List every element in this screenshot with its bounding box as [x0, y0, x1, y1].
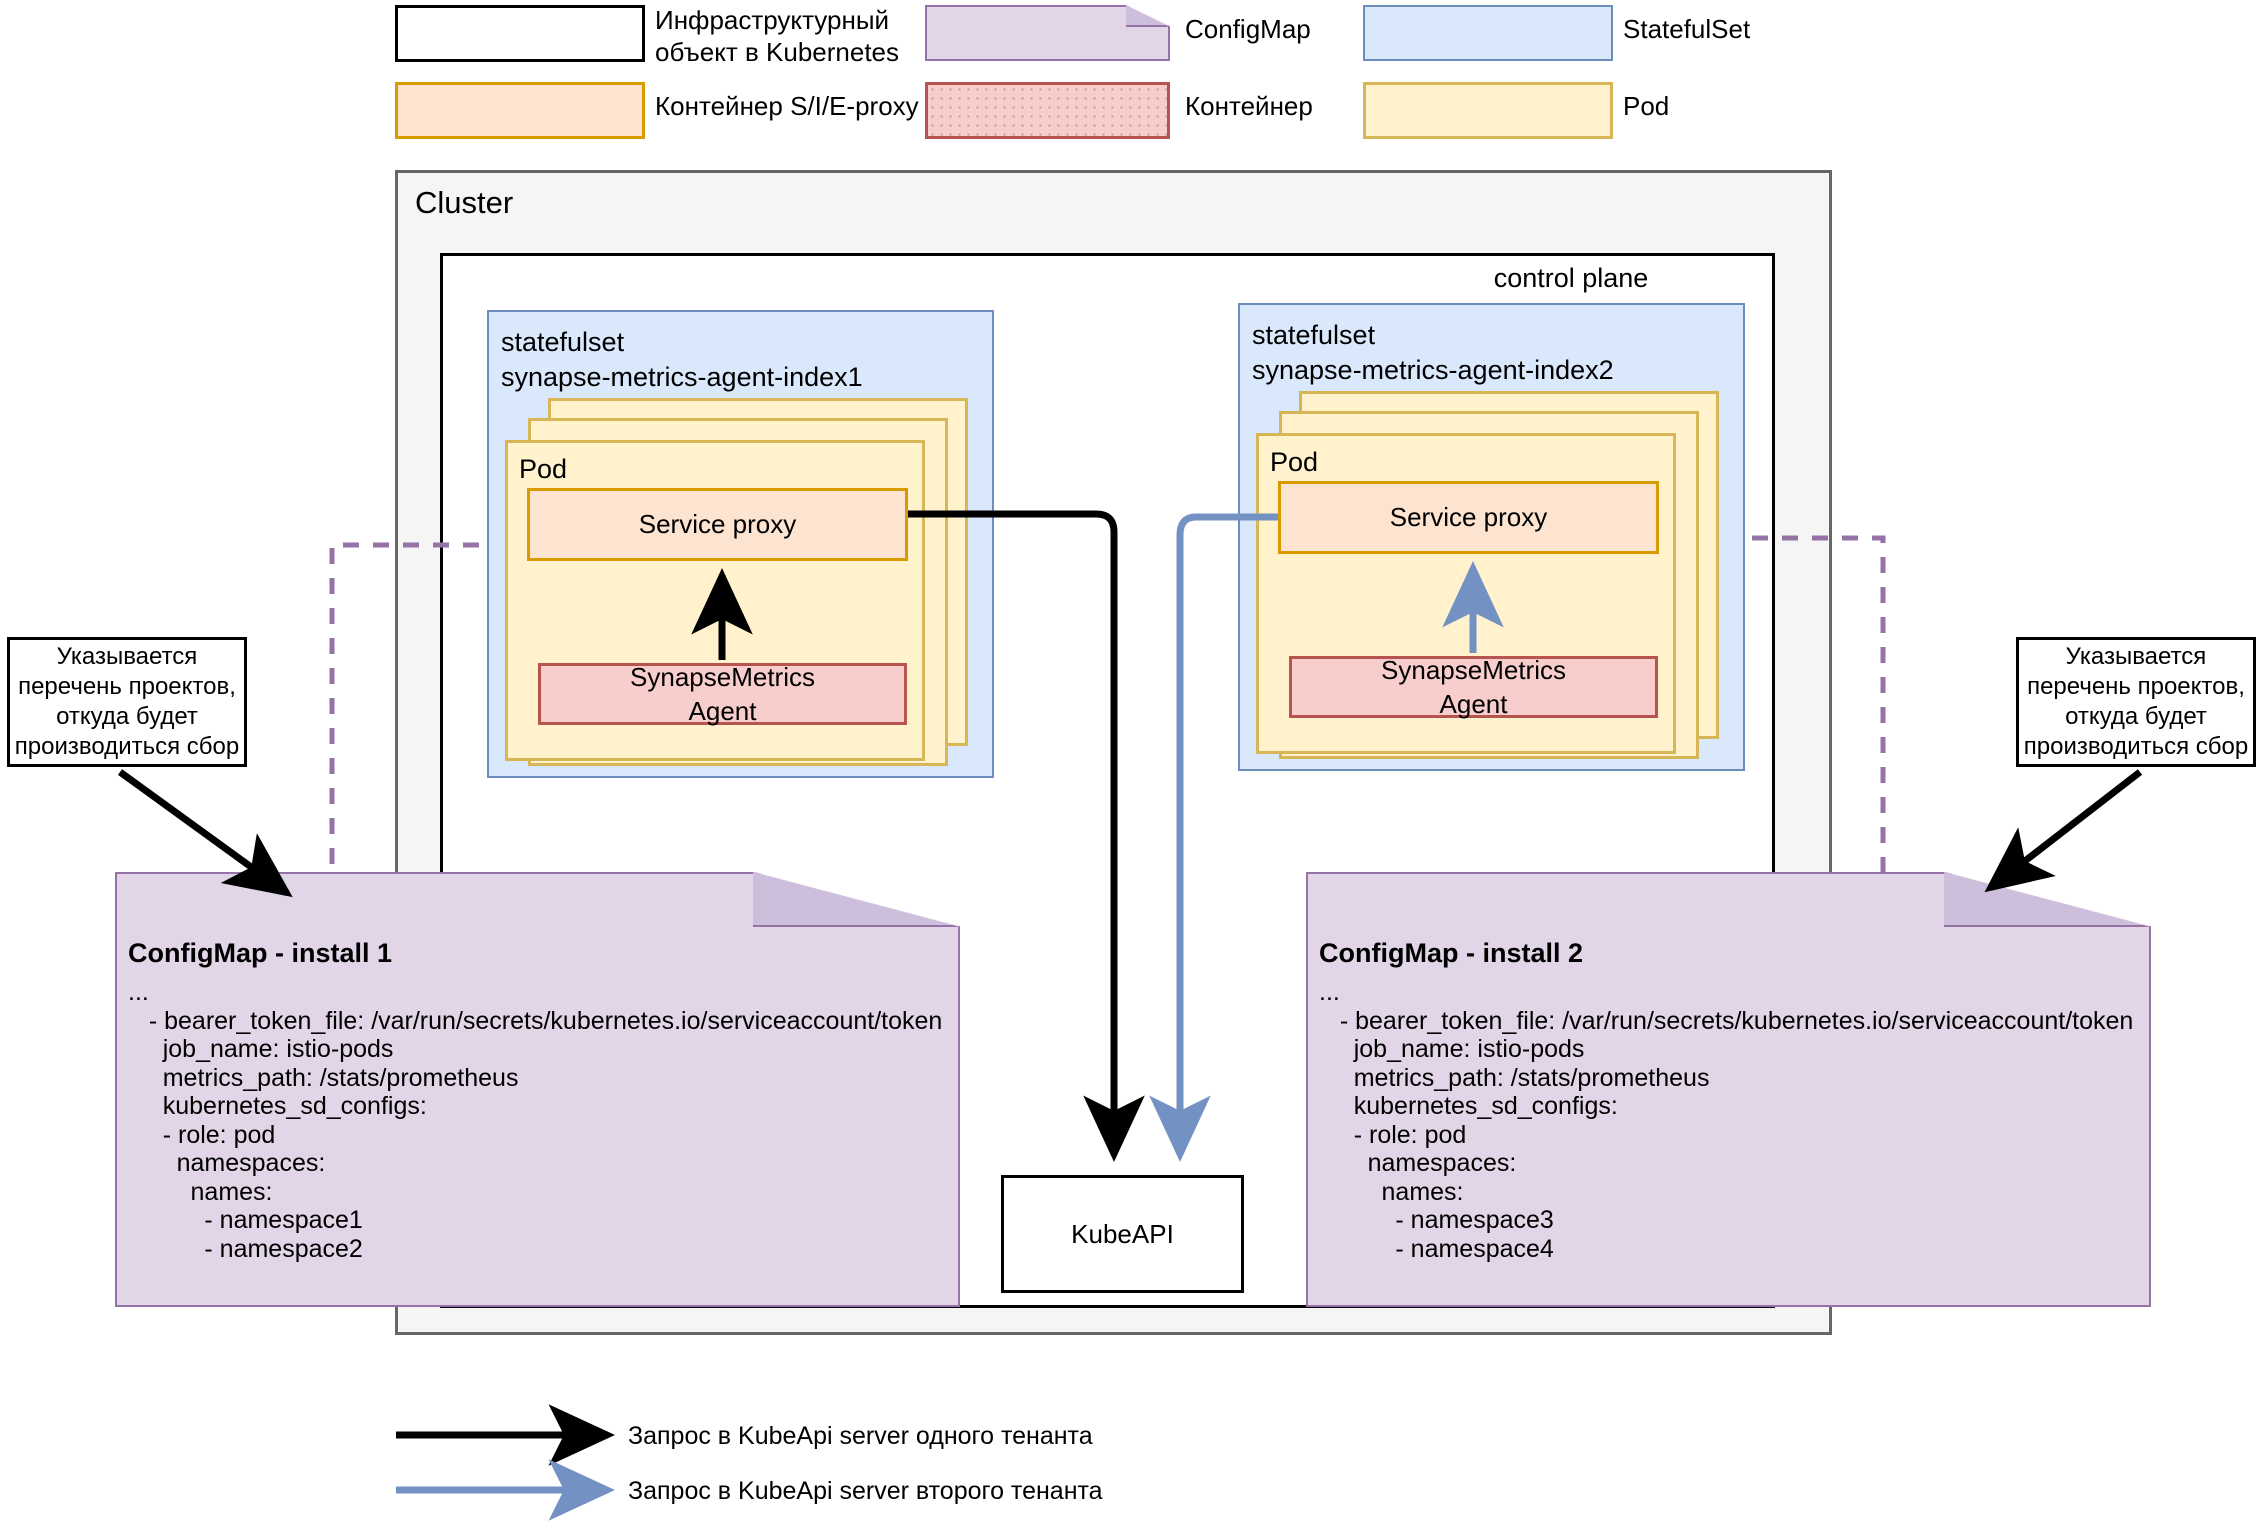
legend-swatch-statefulset — [1363, 5, 1613, 61]
legend-label-statefulset: StatefulSet — [1623, 14, 1751, 44]
configmap-install-1-shape — [115, 872, 960, 1307]
legend-swatch-container — [925, 82, 1170, 139]
note-right: Указывается перечень проектов, откуда бу… — [2016, 637, 2256, 767]
statefulset-1-title: statefulset synapse-metrics-agent-index1 — [501, 327, 863, 392]
statefulset-2-title: statefulset synapse-metrics-agent-index2 — [1252, 320, 1614, 385]
statefulset-1-pod-label: Pod — [519, 454, 568, 484]
statefulset-2-service-proxy: Service proxy — [1278, 481, 1659, 554]
statefulset-2-synapse-metrics-agent: SynapseMetrics Agent — [1289, 655, 1658, 719]
kubeapi-box: KubeAPI — [1001, 1175, 1244, 1293]
legend-bottom-label-tenant-one: Запрос в KubeApi server одного тенанта — [628, 1422, 1093, 1450]
arrow-note-right-to-configmap2 — [1984, 769, 2143, 893]
cluster-title: Cluster — [415, 185, 514, 220]
legend-label-configmap: ConfigMap — [1185, 14, 1311, 44]
legend-bottom-label-tenant-two: Запрос в KubeApi server второго тенанта — [628, 1477, 1103, 1505]
statefulset-1-synapse-metrics-agent: SynapseMetrics Agent — [538, 662, 907, 726]
legend-swatch-infra — [395, 5, 645, 62]
control-plane-title: control plane — [1493, 263, 1649, 293]
legend-label-infra: Инфраструктурный объект в Kubernetes — [655, 5, 900, 67]
configmap-install-1-title: ConfigMap - install 1 — [128, 938, 393, 968]
configmap-install-1-body: ... - bearer_token_file: /var/run/secret… — [128, 978, 943, 1263]
statefulset-1-service-proxy: Service proxy — [527, 488, 908, 561]
legend-label-sie-proxy: Контейнер S/I/E-proxy — [655, 91, 919, 121]
legend-swatch-sie-proxy — [395, 82, 645, 139]
legend-label-container: Контейнер — [1185, 91, 1313, 121]
legend-label-pod: Pod — [1623, 91, 1670, 121]
statefulset-2-pod-label: Pod — [1270, 447, 1319, 477]
note-left: Указывается перечень проектов, откуда бу… — [7, 637, 247, 767]
legend-swatch-pod — [1363, 82, 1613, 139]
configmap-install-2-shape — [1306, 872, 2151, 1307]
configmap-install-2-body: ... - bearer_token_file: /var/run/secret… — [1319, 978, 2134, 1263]
configmap-install-2-title: ConfigMap - install 2 — [1319, 938, 1584, 968]
